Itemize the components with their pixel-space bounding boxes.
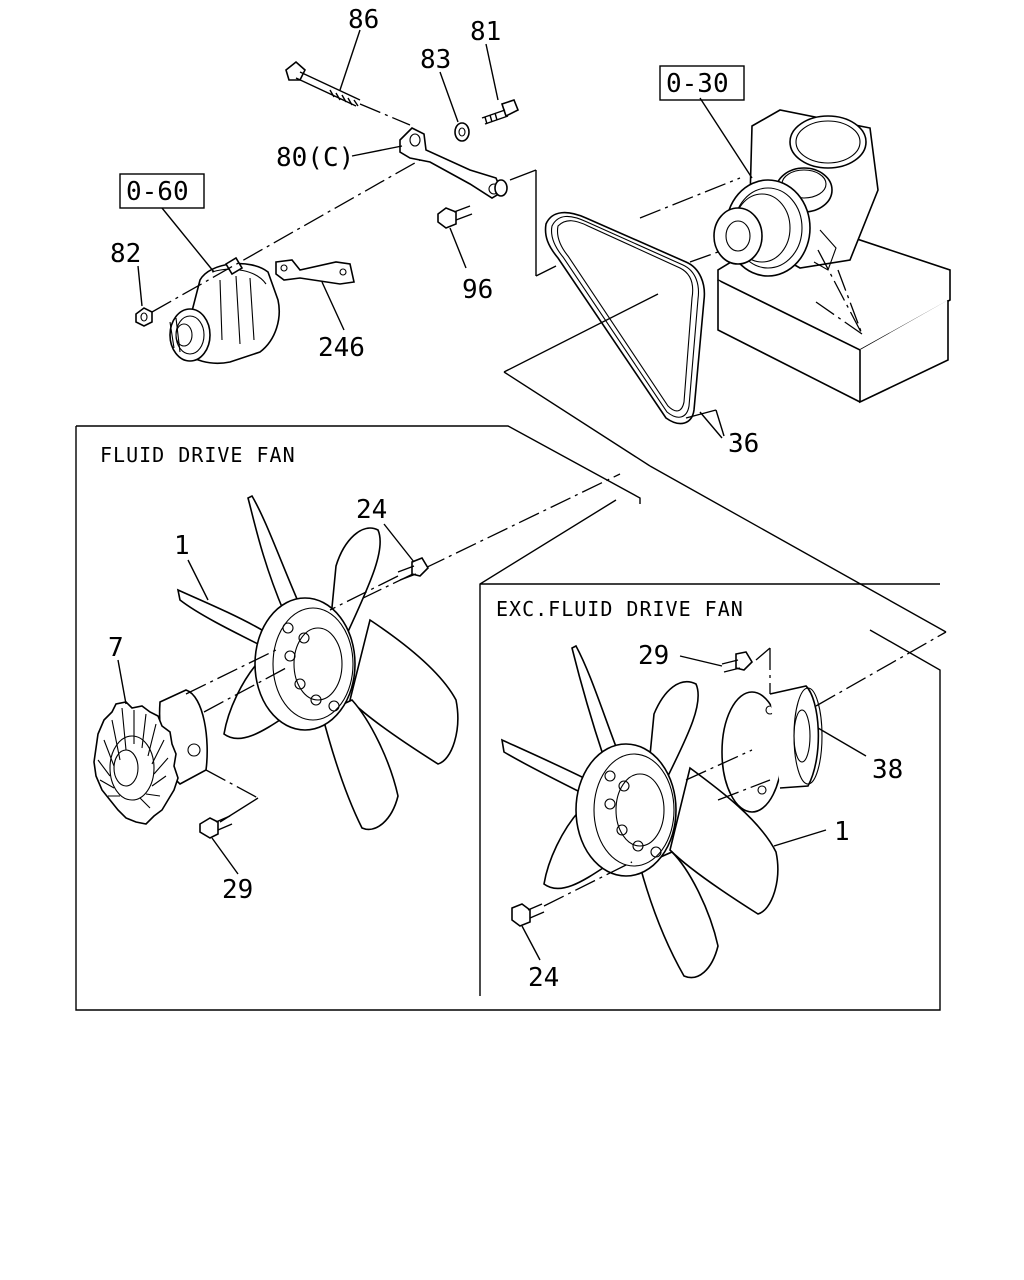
ref-box-0-60 xyxy=(119,173,205,209)
label-29-fluid: 29 xyxy=(222,875,253,905)
label-0-30: 0-30 xyxy=(666,69,729,99)
bolt-24-exc xyxy=(511,903,545,927)
label-38: 38 xyxy=(872,755,903,785)
washer-83 xyxy=(454,122,470,142)
label-86: 86 xyxy=(348,5,379,35)
label-1-fluid: 1 xyxy=(174,531,190,561)
adjusting-bracket-80c xyxy=(399,127,504,199)
bolt-29-fluid xyxy=(199,815,233,839)
water-pump-engine xyxy=(713,109,951,404)
caption-exc-fluid-drive-fan: EXC.FLUID DRIVE FAN xyxy=(496,597,744,621)
label-36: 36 xyxy=(728,429,759,459)
label-29-exc: 29 xyxy=(638,641,669,671)
bolt-29-exc xyxy=(721,651,754,673)
label-7: 7 xyxy=(108,633,124,663)
bolt-81 xyxy=(481,99,520,125)
bracket-246 xyxy=(275,259,355,285)
label-83: 83 xyxy=(420,45,451,75)
fluid-drive-panel xyxy=(75,425,941,1011)
label-81: 81 xyxy=(470,17,501,47)
nut-82 xyxy=(135,307,153,327)
leader-86-dash xyxy=(359,103,411,126)
ref-box-0-30 xyxy=(659,65,745,101)
label-82: 82 xyxy=(110,239,141,269)
spacer-38 xyxy=(721,685,823,813)
label-80c: 80(C) xyxy=(276,143,354,173)
bolt-24-fluid xyxy=(397,557,430,581)
label-0-60: 0-60 xyxy=(126,177,189,207)
top-leader-lines xyxy=(137,29,947,633)
leader-24a xyxy=(383,523,415,563)
fan-1-exc xyxy=(500,644,779,979)
caption-fluid-drive-fan: FLUID DRIVE FAN xyxy=(100,443,296,467)
bolt-96 xyxy=(437,205,473,229)
fan-1-fluid xyxy=(176,494,459,831)
drive-belt-36 xyxy=(544,211,706,425)
bushing xyxy=(494,179,508,197)
bolt-86 xyxy=(285,60,361,107)
exc-fluid-drive-panel xyxy=(479,499,940,996)
label-246: 246 xyxy=(318,333,365,363)
alternator xyxy=(169,256,280,365)
label-96: 96 xyxy=(462,275,493,305)
label-24-exc: 24 xyxy=(528,963,559,993)
label-24-fluid: 24 xyxy=(356,495,387,525)
fluid-coupling-7 xyxy=(93,689,208,825)
label-1-exc: 1 xyxy=(834,817,850,847)
